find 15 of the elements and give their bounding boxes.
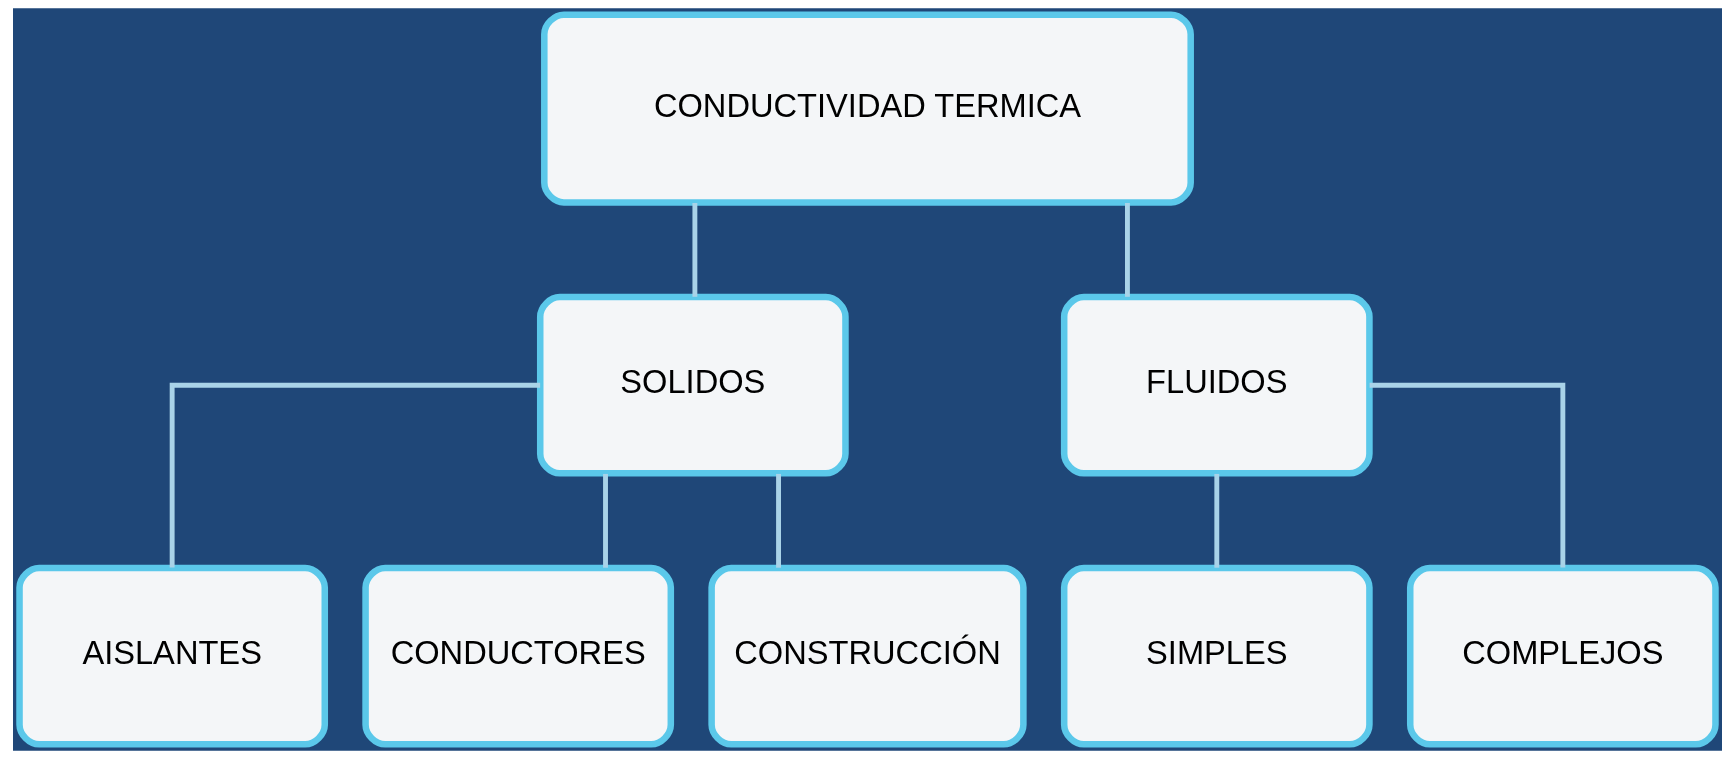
node-box: CONDUCTIVIDAD TERMICA <box>541 11 1194 206</box>
node-box: CONSTRUCCIÓN <box>708 564 1027 748</box>
node-box: SOLIDOS <box>536 293 849 477</box>
connector <box>1125 203 1130 297</box>
connector <box>776 473 781 568</box>
node-box: CONDUCTORES <box>362 564 675 748</box>
node-box: AISLANTES <box>16 564 329 748</box>
node-box: SIMPLES <box>1060 564 1373 748</box>
connector <box>603 473 608 568</box>
connector <box>1214 473 1220 568</box>
connector <box>169 382 541 568</box>
node-box: FLUIDOS <box>1060 293 1373 477</box>
connector <box>1369 382 1566 568</box>
node-box: COMPLEJOS <box>1406 564 1719 748</box>
connector <box>692 203 698 297</box>
